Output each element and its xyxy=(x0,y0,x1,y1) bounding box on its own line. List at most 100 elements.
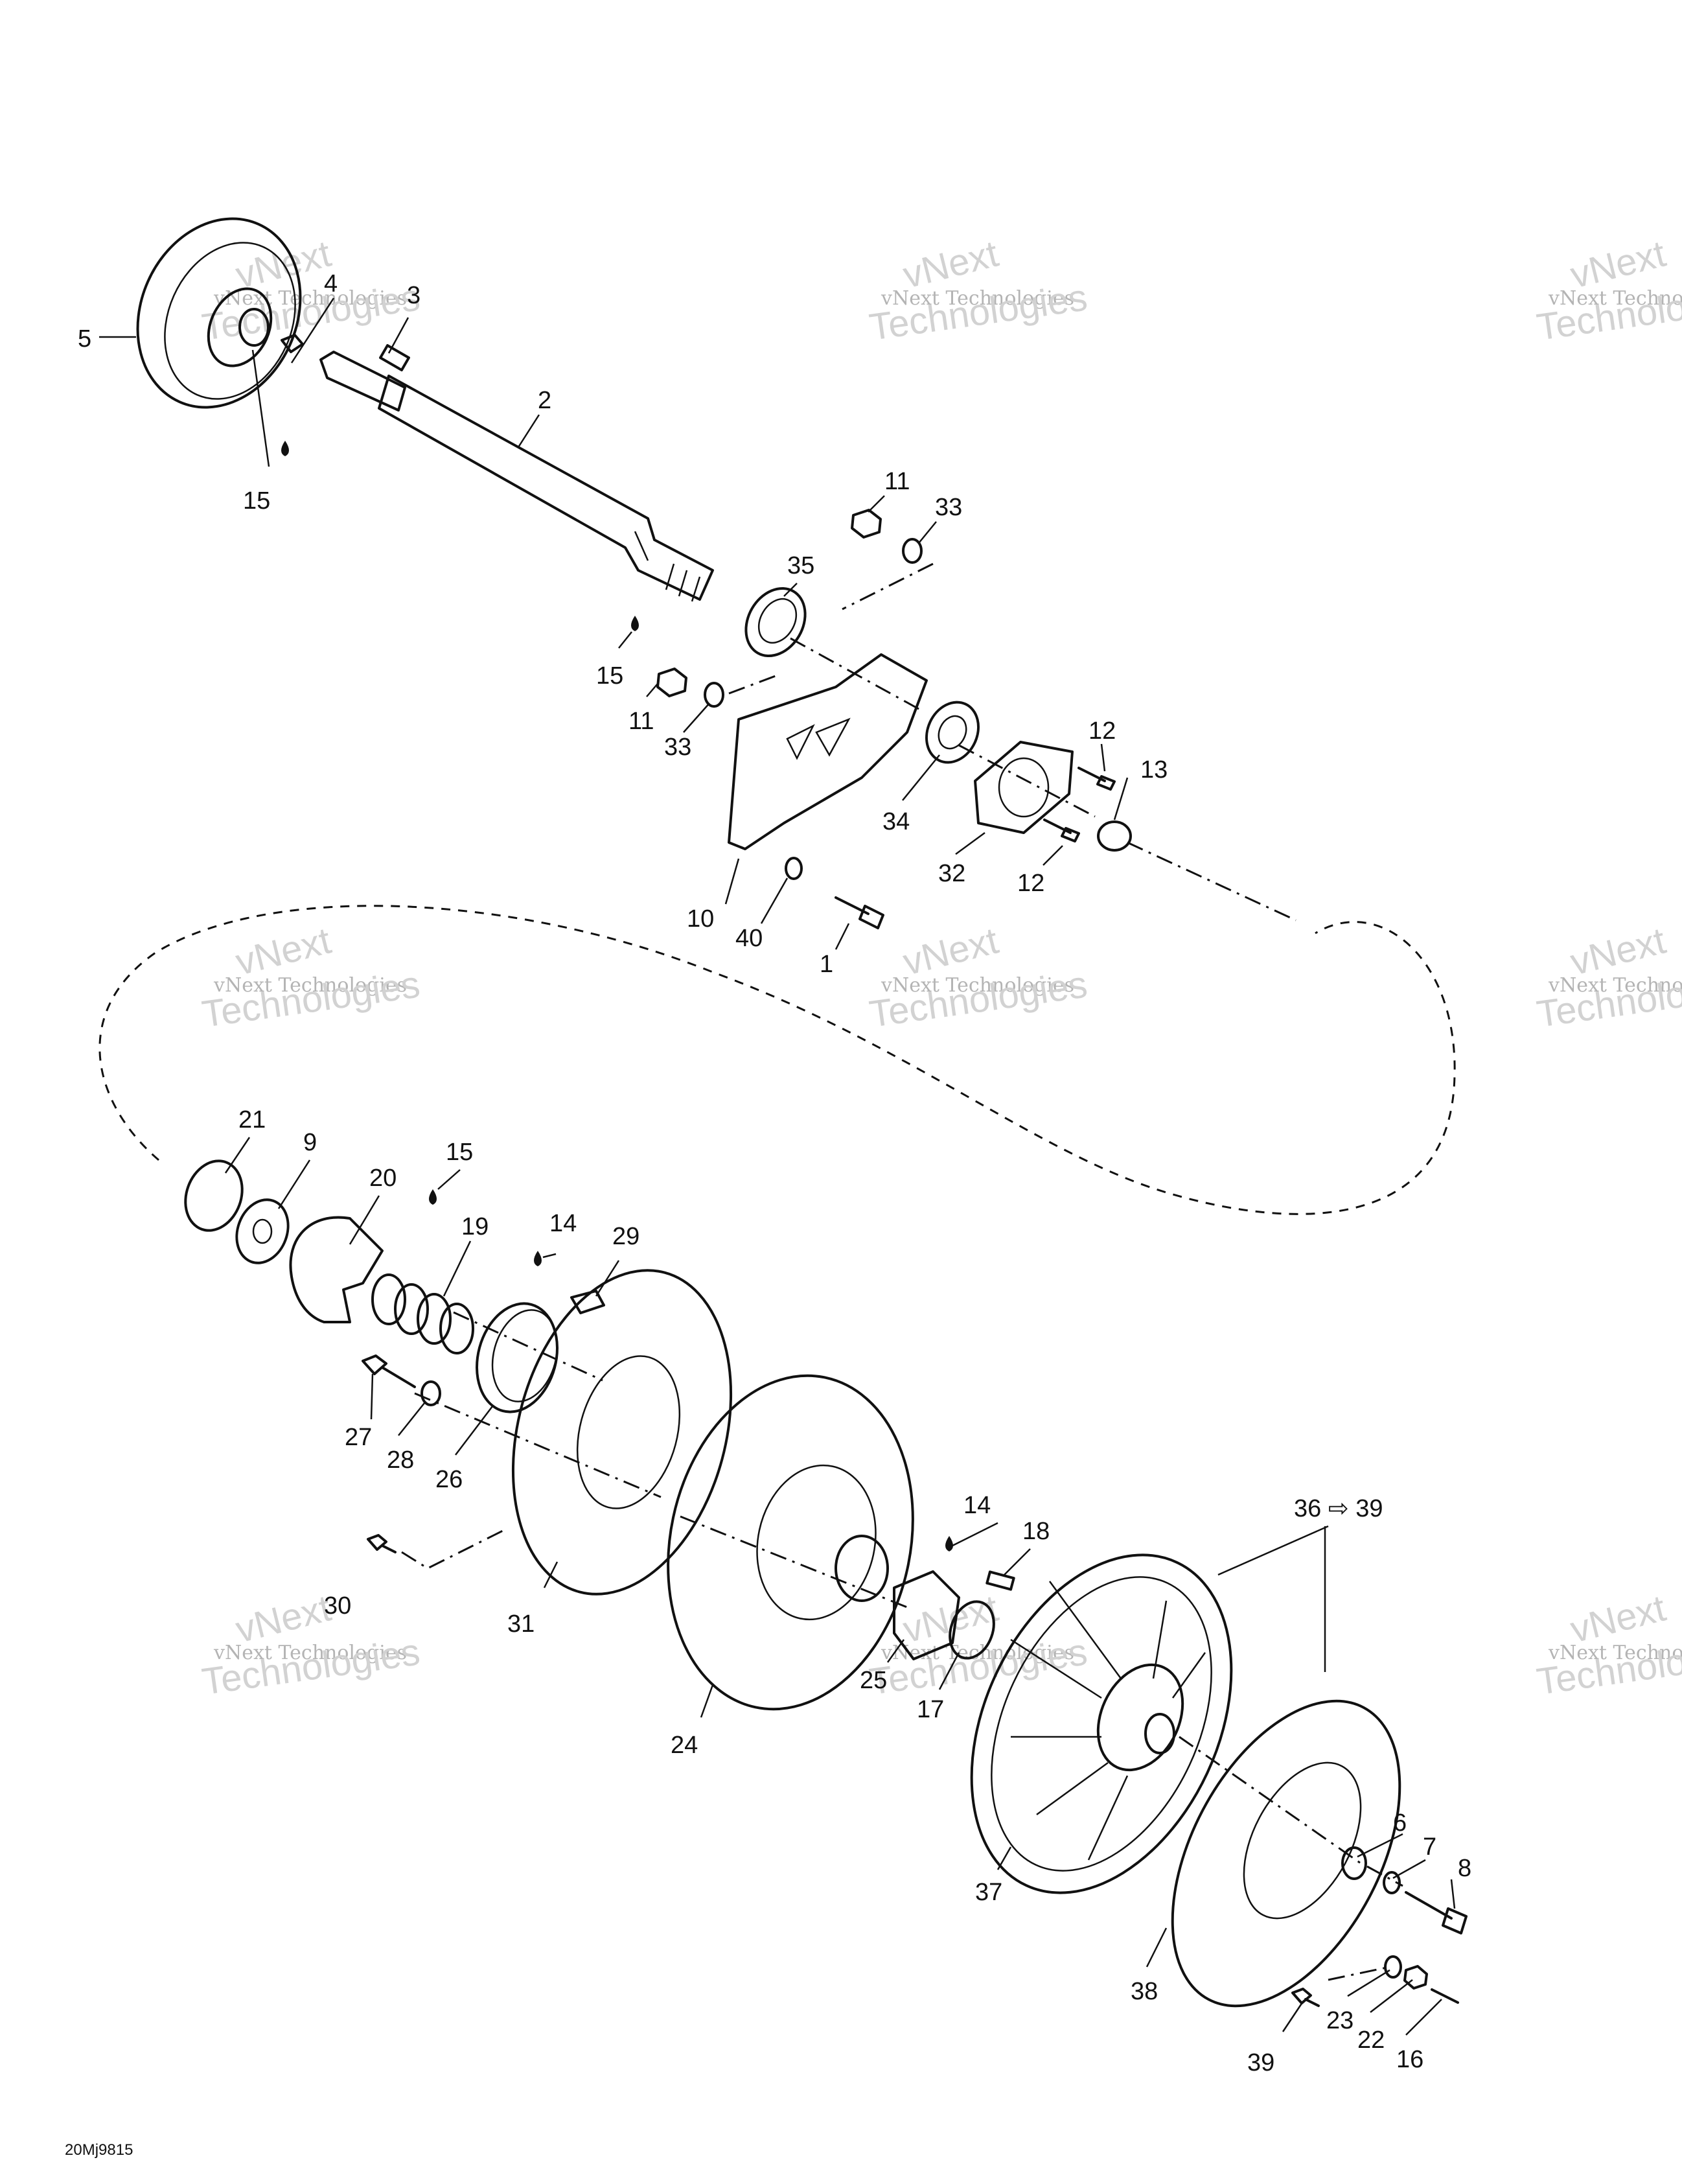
callout-33-a: 33 xyxy=(935,494,962,521)
part-31-plate xyxy=(511,1269,733,1596)
callout-38: 38 xyxy=(1131,1978,1158,2005)
part-33-washer-b xyxy=(704,682,724,708)
part-8-bolt xyxy=(1405,1891,1468,1934)
part-13-cap xyxy=(1097,820,1132,852)
callout-18: 18 xyxy=(1022,1518,1050,1545)
watermark-line1: vNext Technologies xyxy=(881,974,1074,997)
part-3-key xyxy=(379,343,410,372)
part-22-nut xyxy=(1403,1965,1428,1990)
callout-39: 39 xyxy=(1247,2049,1274,2076)
callout-16: 16 xyxy=(1396,2046,1423,2073)
callout-1: 1 xyxy=(820,951,833,978)
callout-28: 28 xyxy=(387,1446,414,1474)
watermark-line1: vNext Technologies xyxy=(213,1642,407,1664)
callout-26: 26 xyxy=(435,1466,463,1493)
callout-24: 24 xyxy=(671,1732,698,1759)
callout-29: 29 xyxy=(612,1223,639,1250)
callout-15-b: 15 xyxy=(596,662,623,690)
callout-5: 5 xyxy=(78,325,91,353)
callout-23: 23 xyxy=(1326,2007,1354,2034)
part-19-spring xyxy=(371,1273,474,1354)
part-24-sheave xyxy=(667,1374,914,1711)
callout-22: 22 xyxy=(1357,2027,1385,2054)
part-9-washer xyxy=(235,1198,290,1264)
part-2-shaft xyxy=(319,351,714,602)
part-15-drop-upper-b xyxy=(631,616,639,631)
callout-35: 35 xyxy=(787,552,814,579)
part-37-fixed-sheave xyxy=(970,1553,1233,1894)
part-14-drop-b xyxy=(945,1536,953,1551)
callout-20: 20 xyxy=(369,1165,397,1192)
callout-12-b: 12 xyxy=(1017,870,1044,897)
callout-14-b: 14 xyxy=(963,1492,991,1519)
watermark-line1: vNext Technologies xyxy=(1548,287,1682,310)
callout-14-a: 14 xyxy=(549,1210,577,1237)
part-12-bolt-b xyxy=(1043,819,1080,842)
part-17-ring xyxy=(949,1600,995,1660)
part-21-circlip xyxy=(184,1159,244,1232)
part-14-drop-a xyxy=(534,1251,542,1266)
callout-13: 13 xyxy=(1140,756,1168,784)
part-1-bolt xyxy=(835,896,884,929)
callout-33-b: 33 xyxy=(664,734,691,761)
callout-15-c: 15 xyxy=(446,1139,473,1166)
part-32-flange xyxy=(974,741,1074,834)
callout-2: 2 xyxy=(538,387,551,414)
part-27-bolt xyxy=(362,1354,416,1388)
callout-32: 32 xyxy=(938,860,965,887)
part-28-washer xyxy=(420,1380,441,1406)
part-16-stud xyxy=(1431,1988,1459,2004)
leader-lines xyxy=(99,297,1456,2036)
part-25-bushing xyxy=(893,1570,960,1660)
part-38-cover xyxy=(1171,1699,1401,2008)
callout-8: 8 xyxy=(1458,1855,1471,1882)
callout-4: 4 xyxy=(324,270,338,297)
part-23-washer xyxy=(1384,1955,1402,1979)
part-11-nut-b xyxy=(656,668,687,697)
part-40-washer xyxy=(785,857,803,880)
part-18-key xyxy=(985,1570,1015,1591)
upper-assembly xyxy=(136,217,1296,929)
part-7-washer xyxy=(1383,1871,1401,1894)
callout-15-a: 15 xyxy=(243,487,270,515)
callout-25: 25 xyxy=(860,1667,887,1694)
drawing-code: 20Mj9815 xyxy=(65,2141,133,2159)
part-33-washer-a xyxy=(902,538,923,564)
part-10-bracket xyxy=(728,653,928,850)
callout-34: 34 xyxy=(882,808,910,835)
part-12-bolt-a xyxy=(1077,767,1116,791)
callout-7: 7 xyxy=(1423,1833,1436,1861)
callout-10: 10 xyxy=(687,905,714,933)
part-39-screw xyxy=(1291,1988,1320,2007)
callouts: 5 4 3 2 15 11 33 35 15 11 33 12 13 34 32… xyxy=(78,270,1471,2076)
callout-40: 40 xyxy=(735,925,763,952)
callout-19: 19 xyxy=(461,1213,489,1240)
callout-11-a: 11 xyxy=(884,468,910,495)
callout-31: 31 xyxy=(507,1610,535,1638)
part-15-drop-lower xyxy=(429,1189,437,1205)
callout-3: 3 xyxy=(407,282,420,309)
part-26-ring xyxy=(476,1302,559,1413)
part-6-washer xyxy=(1341,1846,1367,1880)
watermark-line1: vNext Technologies xyxy=(213,287,407,310)
callout-37: 37 xyxy=(975,1879,1002,1906)
callout-36-39: 36 ⇨ 39 xyxy=(1294,1495,1383,1522)
watermark-line1: vNext Technologies xyxy=(1548,974,1682,997)
part-34-bearing xyxy=(925,701,980,764)
part-20-cam xyxy=(289,1216,384,1323)
lower-assembly xyxy=(184,1159,1468,2008)
part-4-insert xyxy=(281,334,304,353)
callout-21: 21 xyxy=(238,1106,266,1133)
part-15-drop-upper-a xyxy=(281,441,289,456)
callout-17: 17 xyxy=(917,1696,944,1723)
callout-9: 9 xyxy=(303,1129,317,1156)
watermark-line1: vNext Technologies xyxy=(213,974,407,997)
